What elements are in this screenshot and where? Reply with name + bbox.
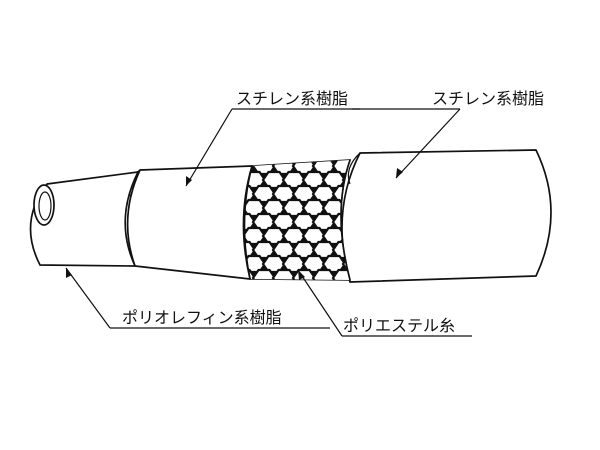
polyester-braid-layer: [242, 159, 352, 281]
label-outer-cover: スチレン系樹脂: [432, 89, 544, 108]
outer-cover-layer: [341, 149, 552, 283]
label-reinforcement: ポリエステル糸: [343, 316, 455, 335]
leader-inner-tube: [65, 267, 330, 329]
inner-tube-layer: [29, 171, 139, 267]
label-middle-layer: スチレン系樹脂: [236, 89, 348, 108]
label-inner-tube: ポリオレフィン系樹脂: [122, 308, 282, 327]
middle-layer: [126, 165, 253, 280]
leader-reinforcement: [297, 269, 472, 337]
leader-middle-layer: [185, 108, 360, 187]
leader-outer-cover: [352, 108, 461, 179]
